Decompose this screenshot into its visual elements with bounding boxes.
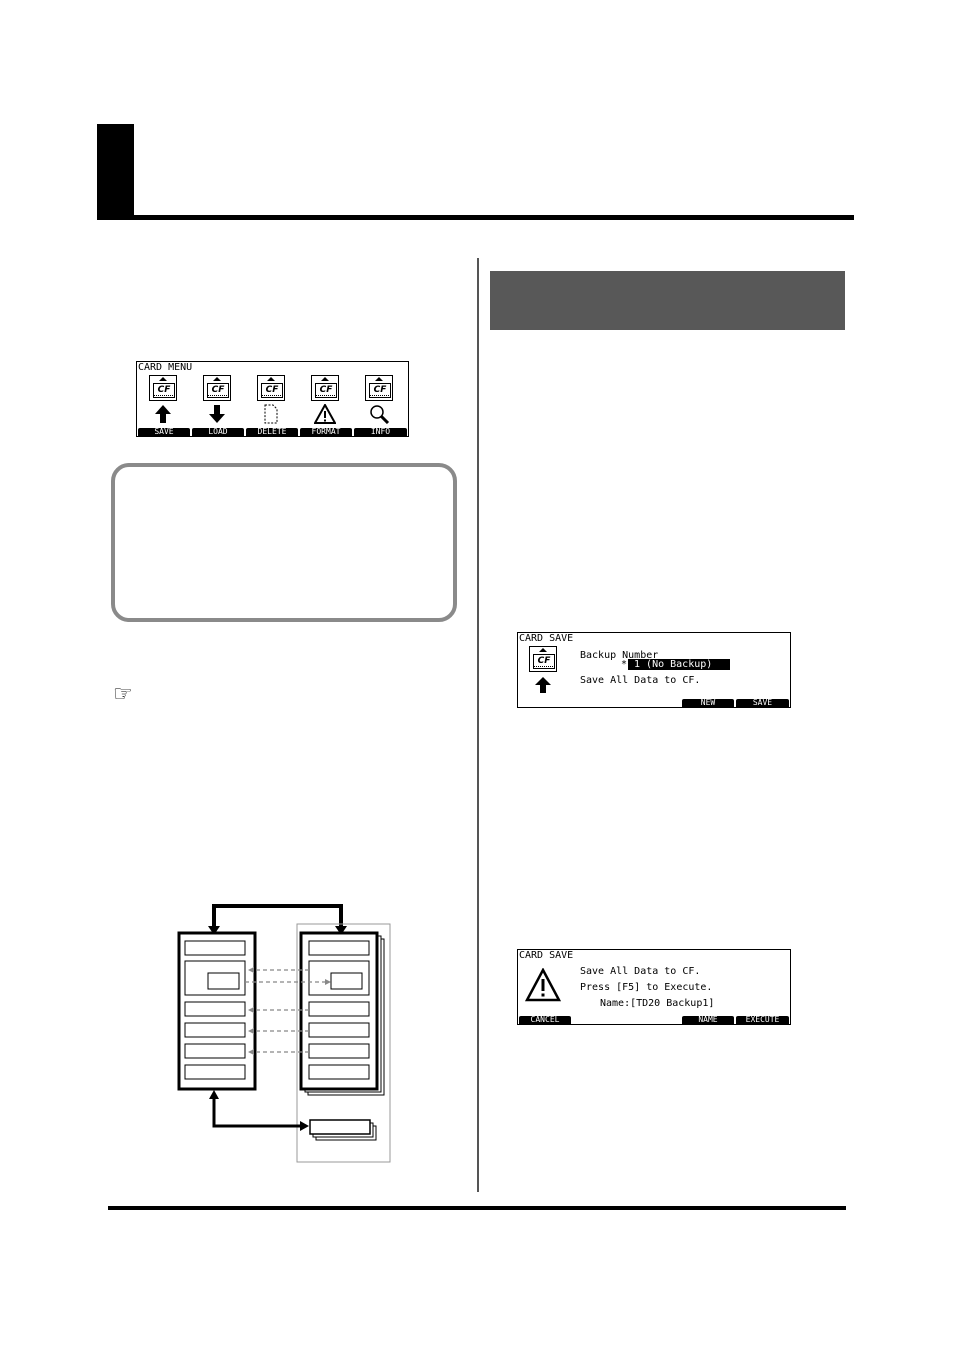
warning-triangle-icon [525,968,561,1002]
warning-triangle-icon [314,404,336,424]
fkey-execute-button[interactable]: EXECUTE [736,1016,789,1024]
press-f5-text: Press [F5] to Execute. [580,982,713,993]
cf-card-icon: CF [311,375,339,401]
upload-arrow-icon [155,405,171,423]
memo-box [111,463,457,622]
header-rule [97,215,854,220]
cf-card-icon: CF [529,646,557,672]
backup-number-label: Backup Number [580,650,659,661]
arrowhead-left [208,926,220,935]
magnifier-icon [370,405,390,424]
upload-arrow-icon [535,677,551,693]
column-divider [477,258,479,1192]
fkey-save-button[interactable]: SAVE [138,428,190,436]
screen-title: CARD MENU [138,362,193,373]
cf-card-icon: CF [149,375,177,401]
fkey-info-button[interactable]: INFO [354,428,407,436]
card-menu-screen: CARD MENU CF CF CF CF CF SAVE LOAD DELET… [136,361,409,437]
pointing-hand-icon: ☞ [113,682,133,707]
backup-name-text: Name:[TD20 Backup1] [600,998,715,1009]
fkey-load-button[interactable]: LOAD [192,428,244,436]
screen-title: CARD SAVE [519,633,574,644]
memory-diagram [177,904,391,1163]
backup-asterisk: * [621,659,628,670]
fkey-format-button[interactable]: FORMAT [300,428,352,436]
fkey-new-button[interactable]: NEW [682,699,734,707]
download-arrow-icon [209,405,225,423]
card-frame [296,923,391,1163]
arrowhead-right [335,926,347,935]
fkey-name-button[interactable]: NAME [682,1016,734,1024]
card-save-confirm-screen: CARD SAVE Save All Data to CF. Press [F5… [517,949,791,1025]
screen-title: CARD SAVE [519,950,574,961]
chapter-tab [97,124,134,219]
save-all-text: Save All Data to CF. [580,966,701,977]
top-connector [212,904,343,930]
footer-rule [108,1206,846,1210]
cf-card-icon: CF [257,375,285,401]
bottom-connector [212,1096,303,1128]
cf-card-icon: CF [203,375,231,401]
fkey-cancel-button[interactable]: CANCEL [519,1016,571,1024]
backup-sheets [309,1119,371,1135]
transfer-arrows [245,969,328,1053]
card-save-screen: CARD SAVE CF Backup Number * 1 (No Backu… [517,632,791,708]
cf-card-icon: CF [365,375,393,401]
blank-page-icon [264,404,278,424]
save-all-text: Save All Data to CF. [580,675,701,686]
section-heading-bar [490,271,845,330]
fkey-delete-button[interactable]: DELETE [246,428,298,436]
backup-number-value[interactable]: 1 (No Backup) [628,659,730,670]
fkey-save-button[interactable]: SAVE [736,699,789,707]
